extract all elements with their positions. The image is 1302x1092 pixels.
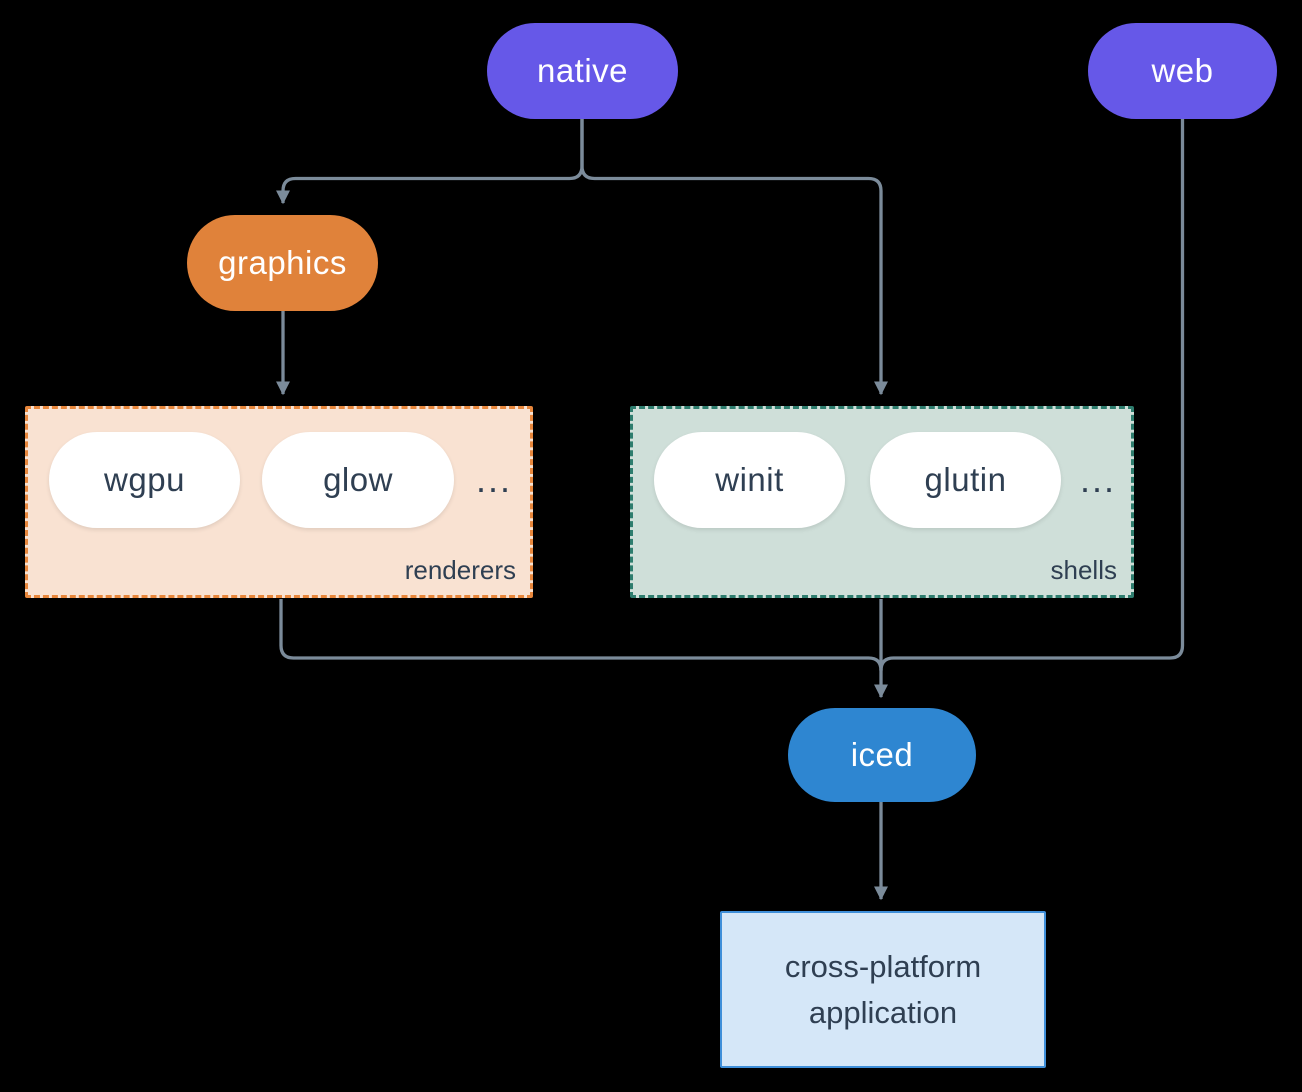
node-graphics-label: graphics: [218, 244, 347, 281]
application-label-line2: application: [808, 994, 958, 1030]
node-native-label: native: [536, 52, 629, 89]
node-cross-platform-application: cross-platform application: [720, 911, 1046, 1068]
edge-native-to-graphics: [276, 118, 584, 205]
node-glow-label: glow: [323, 461, 393, 498]
node-web: web: [1088, 23, 1277, 119]
node-iced-label: iced: [850, 736, 914, 773]
node-glow: glow: [262, 432, 454, 528]
edge-native-to-shells: [580, 118, 888, 396]
node-glutin-label: glutin: [924, 461, 1007, 498]
node-winit-label: winit: [715, 461, 784, 498]
edge-renderers-to-merge: [279, 599, 883, 671]
application-label-line1: cross-platform: [784, 948, 982, 984]
renderers-ellipsis: ...: [475, 459, 512, 500]
group-shells: winit glutin ... shells: [630, 406, 1134, 598]
node-winit: winit: [654, 432, 845, 528]
node-native: native: [487, 23, 678, 119]
node-web-label: web: [1151, 52, 1214, 89]
node-wgpu: wgpu: [49, 432, 240, 528]
shells-group-label: shells: [1050, 555, 1117, 585]
group-renderers: wgpu glow ... renderers: [25, 406, 533, 598]
node-graphics: graphics: [187, 215, 378, 311]
node-iced: iced: [788, 708, 976, 802]
node-wgpu-label: wgpu: [104, 461, 185, 498]
shells-ellipsis: ...: [1079, 459, 1116, 500]
renderers-group-label: renderers: [404, 555, 516, 585]
node-glutin: glutin: [870, 432, 1061, 528]
